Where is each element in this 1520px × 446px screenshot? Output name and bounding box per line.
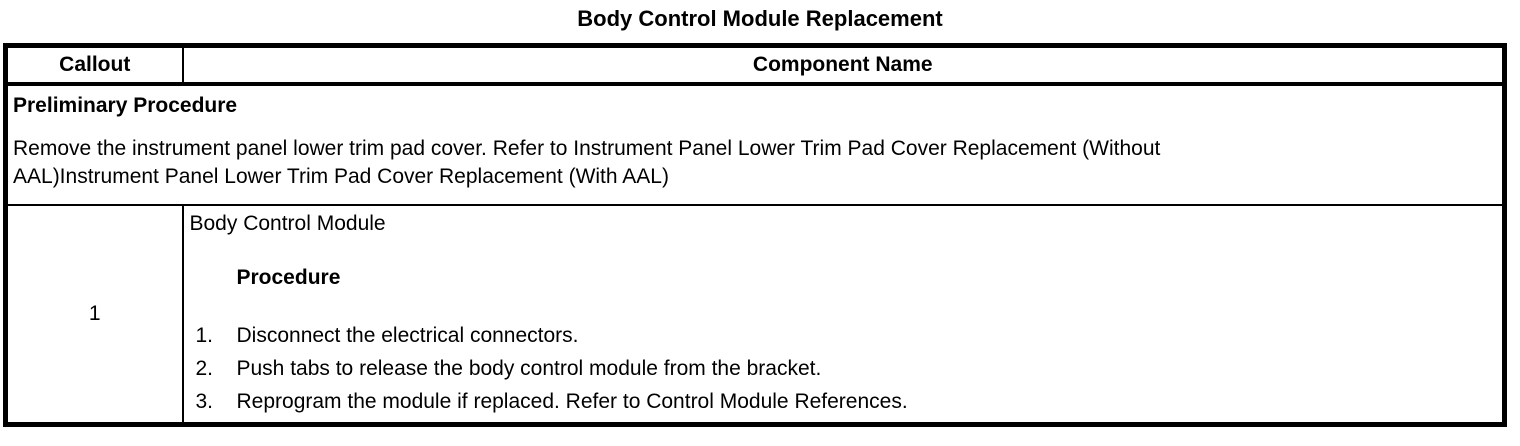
table-row: 1 Body Control Module Procedure 1. Disco… [5, 204, 1505, 425]
step-number: 1. [195, 323, 214, 347]
column-header-component-name: Component Name [182, 45, 1505, 86]
preliminary-procedure-text: Remove the instrument panel lower trim p… [13, 136, 1161, 188]
step-number: 3. [195, 389, 214, 413]
component-table: Callout Component Name Preliminary Proce… [3, 43, 1507, 427]
step-number: 2. [195, 356, 214, 380]
step-text: Reprogram the module if replaced. Refer … [236, 389, 908, 413]
preliminary-procedure-row: Preliminary Procedure Remove the instrum… [5, 83, 1505, 206]
page-title: Body Control Module Replacement [577, 6, 943, 31]
document-page: Body Control Module Replacement Callout … [0, 6, 1520, 446]
component-name: Body Control Module [189, 211, 386, 235]
component-cell: Body Control Module Procedure 1. Disconn… [183, 205, 1505, 425]
procedure-steps-list: 1. Disconnect the electrical connectors.… [190, 319, 1497, 418]
column-header-callout: Callout [5, 45, 184, 86]
header-row: Callout Component Name [5, 45, 1505, 86]
callout-number: 1 [5, 204, 184, 424]
procedure-step: 3. Reprogram the module if replaced. Ref… [190, 385, 1497, 418]
procedure-step: 2. Push tabs to release the body control… [190, 352, 1497, 385]
preliminary-procedure-cell: Preliminary Procedure Remove the instrum… [5, 83, 1505, 206]
procedure-step: 1. Disconnect the electrical connectors. [190, 319, 1497, 352]
procedure-heading: Procedure [236, 265, 341, 289]
preliminary-procedure-title: Preliminary Procedure [13, 93, 238, 117]
step-text: Disconnect the electrical connectors. [236, 323, 579, 347]
step-text: Push tabs to release the body control mo… [236, 356, 822, 380]
table-header: Callout Component Name [5, 45, 1505, 86]
